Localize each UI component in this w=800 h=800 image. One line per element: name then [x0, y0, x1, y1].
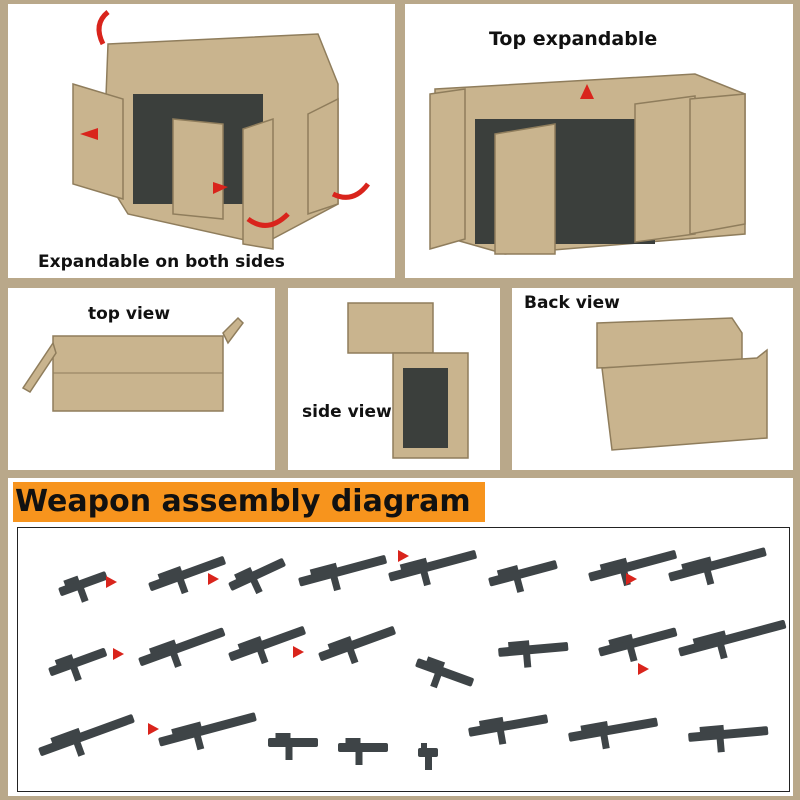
- panel-top-view: top view: [8, 288, 275, 470]
- container-top-open-image: [429, 73, 746, 255]
- weapon-part-icon: [488, 560, 558, 593]
- weapon-part-icon: [415, 656, 474, 689]
- weapon-assembly-diagram: [17, 527, 790, 792]
- weapon-part-icon: [568, 717, 658, 750]
- container-side-view-image: [347, 302, 469, 459]
- panel-back-view: Back view: [512, 288, 793, 470]
- container-back-view-image: [596, 317, 768, 451]
- weapon-part-icon: [148, 556, 226, 595]
- container-top-view-image: [21, 316, 244, 412]
- weapon-part-icon: [338, 738, 388, 765]
- weapon-part-icon: [418, 743, 438, 770]
- arrow-icon: [208, 573, 219, 585]
- panel-side-view: side view: [288, 288, 500, 470]
- panel-top-expandable: Top expandable: [405, 4, 793, 278]
- weapon-part-icon: [268, 733, 318, 760]
- arrow-icon: [293, 646, 304, 658]
- arrow-icon: [106, 576, 117, 588]
- weapon-part-icon: [468, 714, 549, 745]
- arrow-icon: [113, 648, 124, 660]
- weapon-part-icon: [228, 558, 286, 595]
- arrow-icon: [398, 550, 409, 562]
- weapon-part-icon: [318, 626, 396, 665]
- arrow-icon: [626, 573, 637, 585]
- panel-expandable-sides: Expandable on both sides: [8, 4, 395, 278]
- weapon-part-icon: [158, 712, 257, 751]
- arrow-icon: [148, 723, 159, 735]
- label-top-view: top view: [88, 304, 171, 324]
- weapon-part-icon: [298, 555, 387, 592]
- label-expandable-sides: Expandable on both sides: [38, 252, 285, 272]
- weapons-title: Weapon assembly diagram: [13, 482, 485, 522]
- weapon-part-icon: [668, 547, 767, 586]
- container-open-sides-image: [72, 10, 370, 250]
- weapon-part-icon: [228, 626, 306, 665]
- weapon-part-icon: [138, 627, 226, 668]
- weapon-part-icon: [598, 627, 678, 663]
- weapon-part-icon: [48, 648, 107, 682]
- weapon-part-icon: [688, 724, 769, 753]
- label-top-expandable: Top expandable: [489, 28, 658, 50]
- weapon-part-icon: [678, 619, 787, 660]
- weapon-part-icon: [38, 714, 135, 757]
- label-side-view: side view: [302, 402, 392, 422]
- weapon-part-icon: [588, 550, 677, 587]
- arrow-icon: [638, 663, 649, 675]
- weapon-part-icon: [498, 640, 569, 668]
- weapon-part-icon: [58, 571, 108, 603]
- label-back-view: Back view: [524, 293, 620, 313]
